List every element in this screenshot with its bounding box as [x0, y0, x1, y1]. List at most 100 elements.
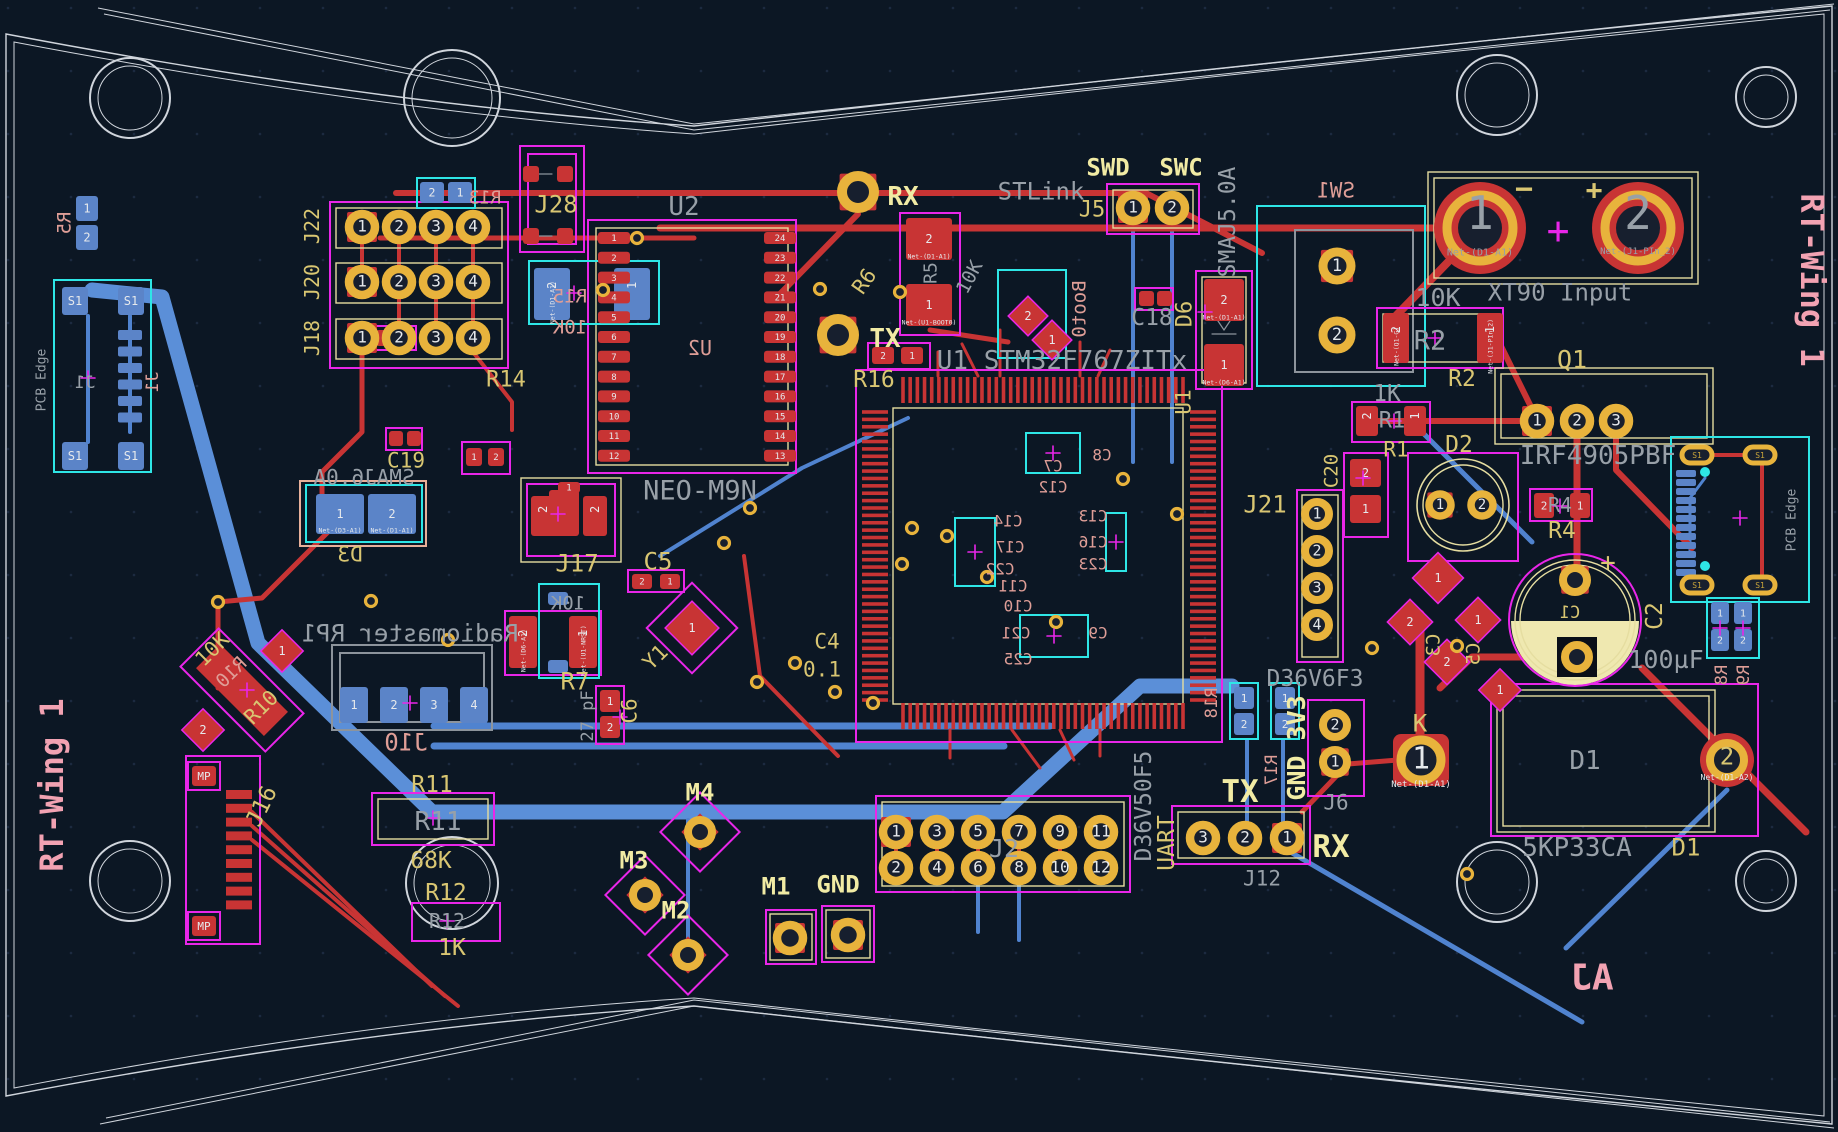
silk-label-C7: C7: [1043, 457, 1062, 476]
mcu-pad: [1102, 377, 1106, 403]
silk-label-C11: C11: [999, 577, 1028, 596]
smd-pad-front: [600, 716, 620, 738]
mcu-pad: [862, 424, 888, 429]
pad-ring: [418, 209, 454, 245]
mounting-hole: [1456, 54, 1538, 136]
mcu-pad: [1073, 377, 1078, 403]
component-outline: [416, 177, 476, 209]
silk-label-TX: TX: [869, 324, 901, 354]
silk-label-R11: R11: [411, 772, 453, 798]
pad-number: 2: [493, 453, 498, 463]
smd-pad-back: [62, 287, 88, 315]
silk-label-J10: J10: [384, 728, 427, 756]
pad-number: 1: [471, 453, 476, 463]
pad-net: Net-(U1-BOOT0): [902, 318, 957, 326]
u2-pad: [598, 271, 630, 284]
pad-ring: [418, 264, 454, 300]
pad-number: 1: [1048, 333, 1055, 347]
u2-pad: [598, 370, 630, 383]
smd-pad-back: [76, 196, 98, 221]
mcu-pad: [1095, 377, 1099, 403]
pad-number: 2: [1389, 326, 1403, 333]
mcu-pad: [1190, 469, 1216, 473]
smd-pad-front: [901, 347, 923, 364]
mcu-pad: [862, 484, 888, 488]
component-outline: [377, 798, 489, 840]
pad-number: 15: [775, 412, 786, 422]
pad-ring: [1425, 490, 1455, 520]
silk-label-D6: D6: [1173, 301, 1198, 328]
pad-number: 7: [1014, 822, 1024, 841]
pad-ring: [418, 320, 454, 356]
pad-number: 3: [430, 698, 437, 712]
component-outline: [595, 685, 625, 745]
pad-ring: [1319, 709, 1351, 741]
pad-number: 1: [357, 272, 367, 291]
pad-number: 1: [1128, 198, 1138, 217]
pad-number: 2: [536, 506, 550, 513]
usb-pad: [1676, 533, 1696, 540]
component-outline: [855, 369, 1223, 743]
mcu-pad: [1190, 661, 1216, 665]
mounting-hole-inner: [97, 65, 163, 131]
smd-pad-back: [118, 442, 144, 470]
component-outline: [1105, 512, 1127, 572]
pad-ring: [455, 264, 491, 300]
mcu-pad: [1023, 377, 1027, 403]
pad-ring: [1301, 535, 1333, 567]
usb-pad: [1676, 569, 1696, 576]
silk-label-J1: J1: [143, 372, 163, 392]
mcu-pad: [862, 520, 888, 525]
mcu-pad: [1190, 543, 1216, 547]
component-outline: [299, 480, 427, 547]
smd-pad-back: [316, 494, 364, 534]
mcu-pad: [1181, 377, 1185, 403]
pad-number: 2: [891, 858, 901, 877]
mounting-hole: [1735, 850, 1797, 912]
u2-pad: [764, 449, 796, 462]
usb-pad: [1676, 524, 1696, 531]
mcu-pad: [1116, 703, 1121, 729]
silk-label-IRF4905PBF: IRF4905PBF: [1520, 441, 1677, 471]
j16-pad: [226, 831, 252, 841]
pad-number: 2: [83, 231, 90, 245]
component-outline: [187, 911, 221, 941]
mcu-pad: [901, 703, 905, 729]
smd-pad-back: [76, 225, 98, 250]
via: [979, 569, 995, 585]
silk-label-D2: D2: [1445, 432, 1473, 458]
mcu-pad: [862, 461, 888, 466]
usb-dot: [1700, 561, 1710, 571]
silk-label-C14: C14: [994, 512, 1023, 531]
usb-pad: [1676, 497, 1696, 504]
mcu-pad: [862, 454, 888, 459]
component-outline: [1351, 401, 1431, 443]
mcu-pad: [1095, 703, 1099, 729]
smd-pad-front: [1139, 291, 1154, 306]
component-outline: [385, 427, 423, 451]
mcu-pad: [862, 661, 888, 665]
xt90-ring: [1442, 190, 1518, 266]
silk-label-R5: R5: [54, 212, 76, 235]
mcu-pad: [1066, 703, 1070, 729]
mcu-pad: [1030, 377, 1035, 403]
pad-ring: [381, 209, 417, 245]
pad-number: 3: [1312, 578, 1321, 596]
mcu-pad: [862, 646, 888, 651]
via: [363, 593, 379, 609]
pad-ring: [1319, 746, 1351, 778]
mcu-pad: [862, 609, 888, 614]
board-edge-outer: [5, 5, 1833, 1125]
pad-ring: [1269, 820, 1305, 856]
silk-label-D36V50F5: D36V50F5: [1131, 751, 1157, 862]
pad-number: 4: [470, 698, 477, 712]
smd-pad-back: [1734, 629, 1752, 651]
mounting-hole: [1735, 66, 1797, 128]
mcu-pad: [862, 469, 888, 473]
silk-label-R7: R7: [561, 667, 590, 695]
pad-number: 4: [468, 272, 478, 291]
silk-label-Net-_D1-A1_: Net-(D1-A1): [1447, 248, 1513, 259]
silk-label-C25: C25: [1004, 650, 1033, 669]
mcu-pad: [994, 703, 999, 729]
